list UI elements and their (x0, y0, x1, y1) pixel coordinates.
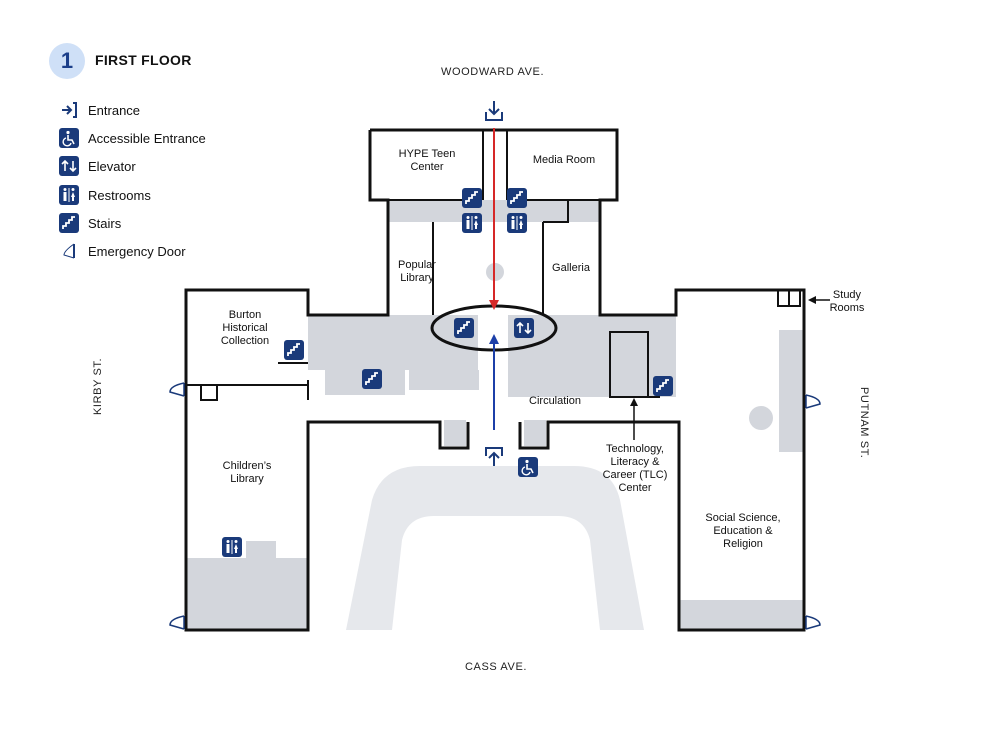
elevator-icon (513, 317, 535, 339)
legend-item-elevator: Elevator (58, 155, 136, 177)
room-study-rooms: Study Rooms (829, 289, 865, 314)
street-north: WOODWARD AVE. (441, 66, 545, 78)
legend-label: Emergency Door (88, 243, 186, 259)
legend-item-emergency-door: Emergency Door (58, 240, 186, 262)
legend-item-entrance: Entrance (58, 99, 140, 121)
street-west: KIRBY ST. (92, 357, 104, 415)
accessible-entrance-icon (517, 456, 539, 478)
legend-item-restrooms: Restrooms (58, 184, 151, 206)
north-entrance-arrow (489, 128, 499, 310)
entrance-icon (485, 447, 503, 466)
floor-title: FIRST FLOOR (95, 52, 192, 68)
legend-item-stairs: Stairs (58, 212, 121, 234)
street-south: CASS AVE. (465, 661, 528, 673)
stairs-icon (453, 317, 475, 339)
stairs-icon (652, 375, 674, 397)
entrance-icon (58, 99, 80, 121)
stairs-icon (461, 187, 483, 209)
restrooms-icon (58, 184, 80, 206)
restrooms-icon (221, 536, 243, 558)
south-entrance-arrow (489, 334, 499, 430)
entrance-icon (485, 101, 503, 121)
tlc-pointer-arrow (630, 398, 638, 440)
room-media-room: Media Room (532, 154, 596, 166)
room-tlc-center: Technology, Literacy & Career (TLC) Cent… (602, 443, 668, 494)
legend-label: Accessible Entrance (88, 130, 206, 146)
accessible-entrance-icon (58, 127, 80, 149)
study-rooms-pointer-arrow (808, 296, 830, 304)
emergency-door-icon (169, 382, 821, 630)
stairs-icon (58, 212, 80, 234)
restrooms-icon (461, 212, 483, 234)
room-circulation: Circulation (529, 395, 581, 407)
legend-label: Restrooms (88, 187, 151, 203)
legend-label: Elevator (88, 158, 136, 174)
building-walls (184, 128, 806, 632)
stairs-icon (506, 187, 528, 209)
room-childrens-library: Children’s Library (222, 460, 272, 485)
legend-label: Stairs (88, 215, 122, 231)
stairs-icon (283, 339, 305, 361)
gray-areas (187, 200, 804, 630)
room-hype-teen-center: HYPE Teen Center (398, 148, 456, 173)
legend-label: Entrance (88, 102, 141, 118)
stairs-icon (361, 368, 383, 390)
plaza-walkway (346, 466, 644, 630)
room-popular-library: Popular Library (398, 259, 436, 284)
room-burton-historical-collection: Burton Historical Collection (220, 309, 270, 347)
floor-number-badge: 1 (49, 43, 85, 79)
room-galleria: Galleria (552, 262, 590, 274)
elevator-icon (58, 155, 80, 177)
legend-item-accessible-entrance: Accessible Entrance (58, 127, 206, 149)
emergency-door-icon (58, 240, 80, 262)
room-social-science: Social Science, Education & Religion (705, 512, 781, 550)
street-east: PUTNAM ST. (858, 387, 870, 459)
restrooms-icon (506, 212, 528, 234)
